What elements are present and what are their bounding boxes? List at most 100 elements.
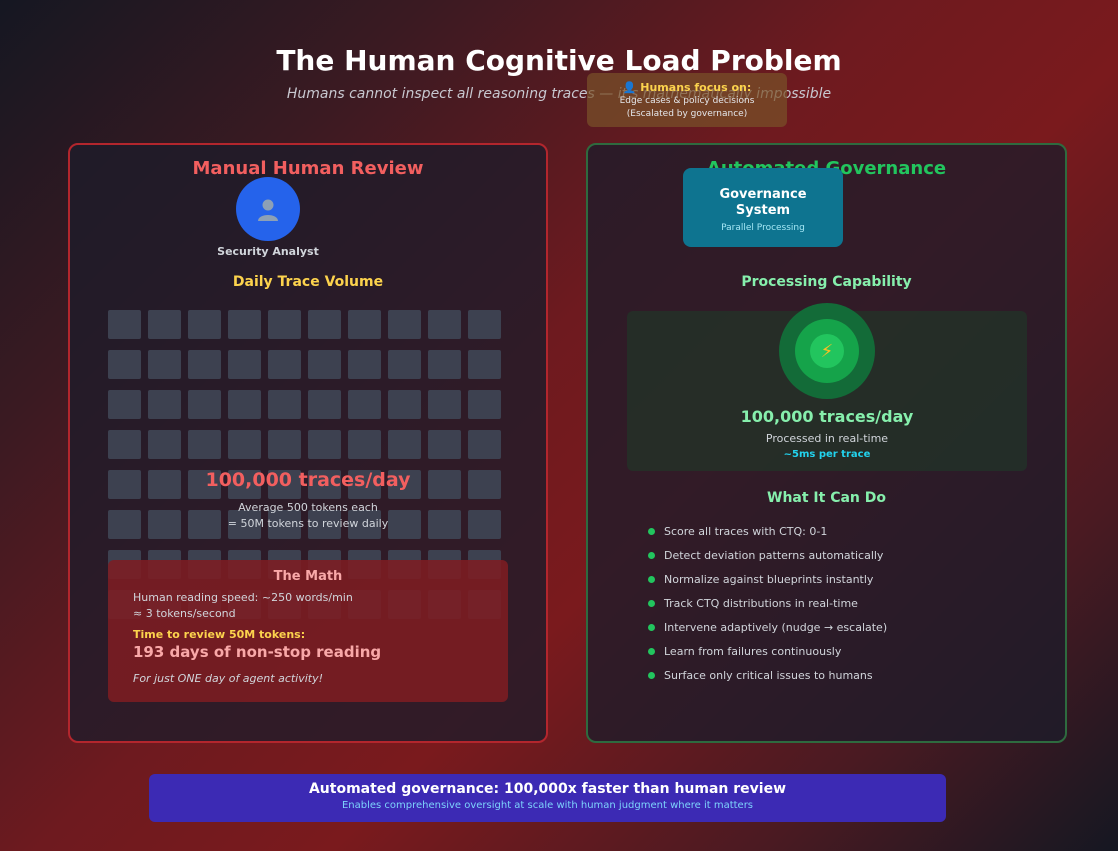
trace-cell xyxy=(388,350,421,379)
trace-cell xyxy=(108,510,141,539)
math-days-value: 193 days of non-stop reading xyxy=(133,643,382,661)
lightning-icon: ⚡ xyxy=(810,334,844,368)
trace-cell xyxy=(148,390,181,419)
capability-text: Normalize against blueprints instantly xyxy=(664,572,874,586)
capabilities-list: Score all traces with CTQ: 0-1 Detect de… xyxy=(648,519,1048,687)
governance-system-title: Governance System xyxy=(683,187,843,219)
human-focus-title-row: 👤 Humans focus on: xyxy=(587,81,787,94)
trace-cell xyxy=(228,430,261,459)
manual-desc-line2: = 50M tokens to review daily xyxy=(227,517,389,530)
trace-cell xyxy=(308,510,341,539)
trace-cell xyxy=(348,430,381,459)
list-item: Intervene adaptively (nudge → escalate) xyxy=(648,615,1048,639)
trace-cell xyxy=(428,430,461,459)
bullet-dot-icon xyxy=(648,647,655,655)
person-icon: 👤 xyxy=(622,81,637,94)
trace-cell xyxy=(268,510,301,539)
governance-system-title-line2: System xyxy=(735,203,791,218)
trace-cell xyxy=(308,310,341,339)
bullet-dot-icon xyxy=(648,599,655,607)
list-item: Surface only critical issues to humans xyxy=(648,663,1048,687)
trace-cell xyxy=(388,310,421,339)
capability-text: Learn from failures continuously xyxy=(664,644,842,658)
trace-cell xyxy=(268,310,301,339)
trace-cell xyxy=(308,390,341,419)
manual-trace-count: 100,000 traces/day xyxy=(205,469,411,491)
analyst-label: Security Analyst xyxy=(217,245,319,258)
trace-cell xyxy=(188,430,221,459)
automated-trace-speed: ~5ms per trace xyxy=(783,449,871,460)
person-icon xyxy=(236,177,300,241)
trace-cell xyxy=(148,510,181,539)
list-item: Score all traces with CTQ: 0-1 xyxy=(648,519,1048,543)
trace-cell xyxy=(188,470,221,499)
trace-cell xyxy=(188,310,221,339)
trace-cell xyxy=(108,470,141,499)
trace-cell xyxy=(268,350,301,379)
trace-cell xyxy=(428,310,461,339)
capability-text: Track CTQ distributions in real-time xyxy=(664,596,858,610)
trace-cell xyxy=(308,470,341,499)
trace-cell xyxy=(108,390,141,419)
daily-volume-label: Daily Trace Volume xyxy=(232,274,384,290)
processing-capability-label: Processing Capability xyxy=(741,274,912,290)
trace-cell xyxy=(188,510,221,539)
bullet-dot-icon xyxy=(648,575,655,583)
trace-cell xyxy=(108,350,141,379)
automated-trace-count: 100,000 traces/day xyxy=(740,407,914,426)
person-icon-glyph xyxy=(258,199,278,221)
banner-title: Automated governance: 100,000x faster th… xyxy=(308,781,787,797)
trace-cell xyxy=(188,390,221,419)
list-item: Track CTQ distributions in real-time xyxy=(648,591,1048,615)
human-focus-box: 👤 Humans focus on: Edge cases & policy d… xyxy=(587,73,787,127)
math-reading-speed: Human reading speed: ~250 words/min xyxy=(133,591,353,604)
capability-text: Surface only critical issues to humans xyxy=(664,668,873,682)
manual-trace-description: Average 500 tokens each = 50M tokens to … xyxy=(68,500,548,532)
trace-cell xyxy=(388,510,421,539)
trace-cell xyxy=(428,470,461,499)
trace-cell xyxy=(468,390,501,419)
capability-text: Detect deviation patterns automatically xyxy=(664,548,884,562)
math-box xyxy=(108,560,508,702)
trace-cell xyxy=(388,390,421,419)
math-title: The Math xyxy=(273,569,343,584)
bullet-dot-icon xyxy=(648,671,655,679)
page-subtitle: Humans cannot inspect all reasoning trac… xyxy=(286,86,832,102)
trace-cell xyxy=(348,310,381,339)
trace-cell xyxy=(108,310,141,339)
capability-text: Intervene adaptively (nudge → escalate) xyxy=(664,620,888,634)
list-item: Normalize against blueprints instantly xyxy=(648,567,1048,591)
automated-trace-description: Processed in real-time xyxy=(765,432,889,445)
trace-cell xyxy=(148,430,181,459)
capability-text: Score all traces with CTQ: 0-1 xyxy=(664,524,828,538)
trace-cell xyxy=(468,510,501,539)
trace-cell xyxy=(148,350,181,379)
manual-desc-line1: Average 500 tokens each xyxy=(238,501,378,514)
trace-cell xyxy=(428,510,461,539)
banner-subtitle: Enables comprehensive oversight at scale… xyxy=(341,800,754,811)
trace-cell xyxy=(188,350,221,379)
trace-cell xyxy=(388,470,421,499)
trace-cell xyxy=(228,310,261,339)
trace-cell xyxy=(148,470,181,499)
trace-cell xyxy=(348,390,381,419)
trace-cell xyxy=(268,390,301,419)
trace-cell xyxy=(148,310,181,339)
capabilities-label: What It Can Do xyxy=(767,490,886,506)
math-token-rate: ≈ 3 tokens/second xyxy=(133,607,236,620)
trace-cell xyxy=(268,430,301,459)
list-item: Detect deviation patterns automatically xyxy=(648,543,1048,567)
trace-cell xyxy=(348,350,381,379)
bullet-dot-icon xyxy=(648,527,655,535)
trace-cell xyxy=(348,510,381,539)
trace-cell xyxy=(468,310,501,339)
trace-cell xyxy=(268,470,301,499)
human-focus-title: Humans focus on: xyxy=(640,81,752,94)
trace-cell xyxy=(108,430,141,459)
list-item: Learn from failures continuously xyxy=(648,639,1048,663)
trace-cell xyxy=(308,430,341,459)
trace-cell xyxy=(228,470,261,499)
trace-cell xyxy=(428,390,461,419)
trace-cell xyxy=(468,470,501,499)
trace-cell xyxy=(348,470,381,499)
